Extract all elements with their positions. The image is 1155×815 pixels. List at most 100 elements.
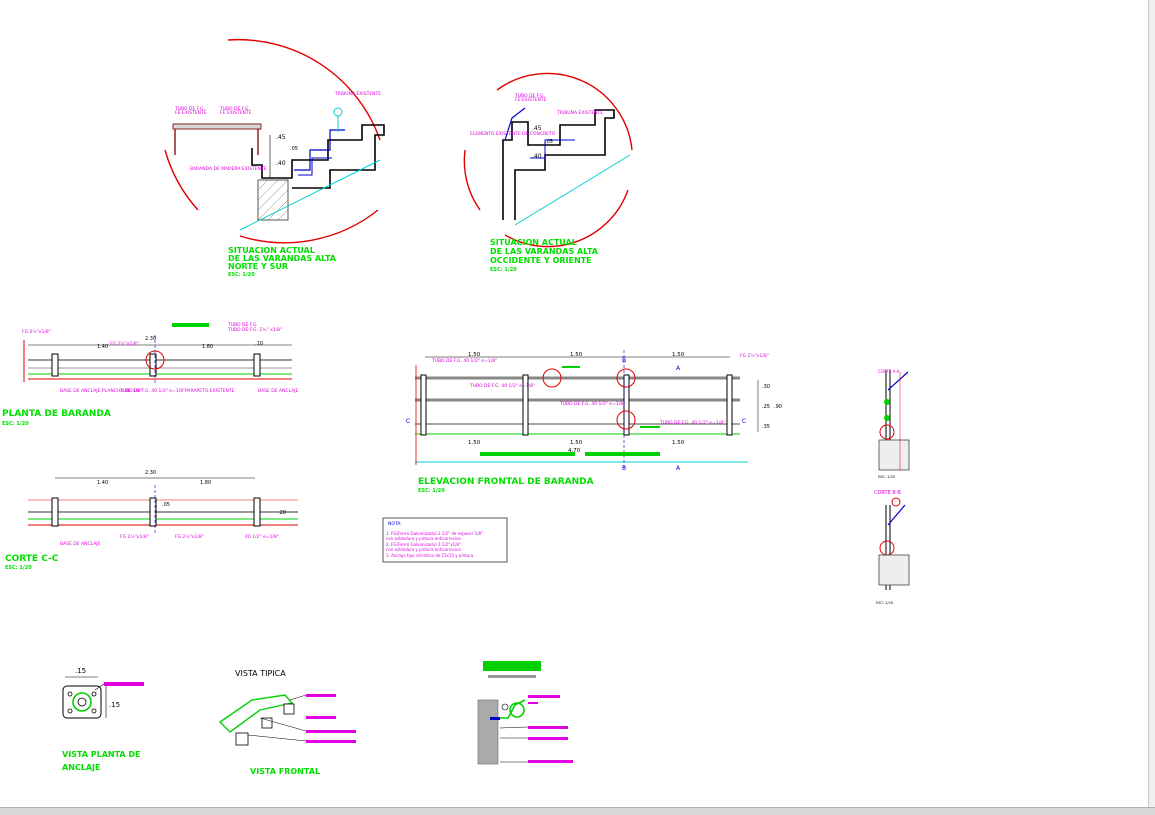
svg-text:.90: .90 <box>774 404 782 410</box>
svg-text:con soldadura y pintura antico: con soldadura y pintura anticorrosiva <box>386 536 461 541</box>
planta-title: PLANTA DE BARANDA <box>2 409 111 419</box>
side-section-bottom: CORTE B-B ESC: 1/20 <box>874 490 910 605</box>
detail-1: .45 .05 .40 TUBO DE F.G. FE EXISTENTE TU… <box>164 38 385 278</box>
svg-text:ESC: 1/20: ESC: 1/20 <box>2 421 29 427</box>
svg-text:TUBO DE F.G. 40 1/2" e=1/8": TUBO DE F.G. 40 1/2" e=1/8" <box>559 401 625 407</box>
svg-text:DE LAS VARANDAS ALTA: DE LAS VARANDAS ALTA <box>490 247 599 256</box>
detail-1-title: SITUACION ACTUAL <box>228 246 315 255</box>
svg-text:ESC: 1/20: ESC: 1/20 <box>876 601 893 605</box>
planta-baranda: 2.30 1.40 1.80 .10 FG 2½"x1/8" TUBO DE F… <box>2 322 299 427</box>
svg-text:TUBO DE F.G.: TUBO DE F.G. <box>227 322 258 328</box>
detail-2: .45 .05 .40 TUBO DE F.G. FE EXISTENTE TR… <box>463 72 633 273</box>
detail-2-stair <box>502 109 615 220</box>
svg-text:2.30: 2.30 <box>145 470 156 476</box>
svg-text:.20: .20 <box>278 510 286 516</box>
svg-text:4.70: 4.70 <box>568 448 581 454</box>
svg-text:TRIBUNA EXISTENTE: TRIBUNA EXISTENTE <box>334 91 381 97</box>
detail-1-dim: .45 <box>276 134 286 141</box>
svg-text:.30: .30 <box>762 384 770 390</box>
svg-text:C: C <box>406 418 410 425</box>
svg-text:BARANDA DE MADERA EXISTENTE: BARANDA DE MADERA EXISTENTE <box>190 166 267 172</box>
svg-text:1.50: 1.50 <box>672 440 685 446</box>
detail-anclaje: .15 .15 VISTA PLANTA DE ANCLAJE <box>62 667 144 772</box>
svg-text:1.50: 1.50 <box>468 440 481 446</box>
svg-text:CORTE B-B: CORTE B-B <box>874 490 901 496</box>
svg-text:1. FG(Fierro Galvanizado) 2 1/: 1. FG(Fierro Galvanizado) 2 1/2" de espe… <box>386 531 483 536</box>
svg-text:TUBO DE F.G. 2½" x1/8": TUBO DE F.G. 2½" x1/8" <box>227 326 282 333</box>
svg-text:.10: .10 <box>255 341 263 347</box>
svg-text:NORTE Y SUR: NORTE Y SUR <box>228 262 288 271</box>
svg-text:TRIBUNA EXISTENTE: TRIBUNA EXISTENTE <box>556 110 603 116</box>
anclaje-title: VISTA PLANTA DE <box>62 750 141 759</box>
svg-text:.25: .25 <box>762 404 770 410</box>
svg-text:40 1/2" e=1/8": 40 1/2" e=1/8" <box>245 534 279 540</box>
corte-cc: 2.30 1.40 1.80 .05 .20 BASE DE ANCLAJE F… <box>5 470 298 571</box>
svg-text:TUBO DE F.G.: TUBO DE F.G. <box>174 106 205 112</box>
svg-text:con soldadura y pintura antico: con soldadura y pintura anticorrosiva <box>386 547 461 552</box>
svg-text:BASE DE ANCLAJE: BASE DE ANCLAJE <box>60 541 101 547</box>
svg-text:FE EXISTENTE: FE EXISTENTE <box>175 110 207 116</box>
svg-text:.05: .05 <box>162 502 170 508</box>
svg-text:ESC: 1/20: ESC: 1/20 <box>490 267 517 273</box>
anchor-plate <box>62 685 102 719</box>
svg-text:CORTE A-A: CORTE A-A <box>878 369 900 374</box>
svg-text:FG 2½"x1/8": FG 2½"x1/8" <box>175 533 204 540</box>
svg-text:ESC: 1/20: ESC: 1/20 <box>418 488 445 494</box>
elevacion-frontal: 1.50 1.50 1.50 1.50 1.50 1.50 4.70 .30 .… <box>406 350 782 494</box>
svg-text:FE EXISTENTE: FE EXISTENTE <box>220 110 252 116</box>
detail-1-circle-arc <box>227 38 381 141</box>
corte-title: CORTE C-C <box>5 554 59 564</box>
svg-text:DE LAS VARANDAS ALTA: DE LAS VARANDAS ALTA <box>228 254 337 263</box>
vista-tipica-title: VISTA TIPICA <box>235 669 286 678</box>
svg-text:A: A <box>676 365 681 372</box>
svg-text:.40: .40 <box>532 153 542 160</box>
status-bar <box>0 807 1155 815</box>
svg-text:ESC: 1/20: ESC: 1/20 <box>878 475 895 479</box>
svg-text:1.50: 1.50 <box>570 352 583 358</box>
vertical-scrollbar[interactable] <box>1148 0 1155 807</box>
svg-text:FG 2½"x1/8": FG 2½"x1/8" <box>120 533 149 540</box>
svg-text:ELEMENTO EXISTENTE DE CONCRETO: ELEMENTO EXISTENTE DE CONCRETO <box>470 131 556 137</box>
svg-text:B: B <box>622 357 626 364</box>
svg-text:TUBO DE F.G. 40 1/2" e=1/8": TUBO DE F.G. 40 1/2" e=1/8" <box>431 358 497 364</box>
side-section-top: CORTE A-A ESC: 1/20 <box>878 369 910 479</box>
svg-text:1.50: 1.50 <box>672 352 685 358</box>
detail-2-circle-arc <box>496 72 633 151</box>
vista-frontal-caption: VISTA FRONTAL <box>250 767 320 776</box>
svg-text:1.40: 1.40 <box>97 480 108 486</box>
svg-text:.15: .15 <box>109 701 120 709</box>
svg-text:BASE DE ANCLAJE: BASE DE ANCLAJE <box>258 388 299 394</box>
svg-text:1.40: 1.40 <box>97 344 108 350</box>
svg-text:.40: .40 <box>276 160 286 167</box>
svg-text:TUBO DE F.G.: TUBO DE F.G. <box>514 93 545 99</box>
svg-text:.15: .15 <box>75 667 86 675</box>
elevacion-title: ELEVACION FRONTAL DE BARANDA <box>418 477 594 487</box>
svg-text:TUBO DE F.G. 40 1/2" e=1/8": TUBO DE F.G. 40 1/2" e=1/8" <box>119 388 185 394</box>
detail-lateral <box>477 661 573 765</box>
detail-vista-tipica: VISTA TIPICA VISTA FRONTAL <box>218 669 356 776</box>
svg-text:3. Anclaje tipo cilindrico de: 3. Anclaje tipo cilindrico de 15x15 y pi… <box>386 553 474 558</box>
svg-text:TUBO DE F.G.: TUBO DE F.G. <box>219 106 250 112</box>
notes-title: NOTA: <box>388 521 402 527</box>
svg-text:FG 2½"x1/8": FG 2½"x1/8" <box>22 328 51 335</box>
svg-text:A: A <box>676 465 681 472</box>
svg-text:2. FG(Fierro Galvanizado) 2 1/: 2. FG(Fierro Galvanizado) 2 1/2"x1/8" <box>386 542 461 547</box>
svg-text:1.50: 1.50 <box>468 352 481 358</box>
svg-text:.35: .35 <box>762 424 770 430</box>
svg-text:ESC: 1/20: ESC: 1/20 <box>228 272 255 278</box>
svg-text:FE EXISTENTE: FE EXISTENTE <box>515 97 547 103</box>
svg-text:FG 2½"x1/8": FG 2½"x1/8" <box>110 340 139 347</box>
svg-text:.45: .45 <box>532 125 542 132</box>
notes-box: NOTA: 1. FG(Fierro Galvanizado) 2 1/2" d… <box>382 517 508 563</box>
svg-text:C: C <box>742 418 746 425</box>
svg-text:.05: .05 <box>290 146 298 152</box>
svg-text:TUBO DE F.G. 40 1/2" e=1/8": TUBO DE F.G. 40 1/2" e=1/8" <box>659 420 725 426</box>
svg-text:1.50: 1.50 <box>570 440 583 446</box>
svg-text:2.30: 2.30 <box>145 336 156 342</box>
svg-text:BASE DE ANCLAJE PLANCHA DE 1/8: BASE DE ANCLAJE PLANCHA DE 1/8" <box>60 388 142 394</box>
svg-text:ANCLAJE: ANCLAJE <box>62 763 101 772</box>
svg-text:B: B <box>622 465 626 472</box>
svg-text:FG 2½"x1/8": FG 2½"x1/8" <box>740 352 769 359</box>
